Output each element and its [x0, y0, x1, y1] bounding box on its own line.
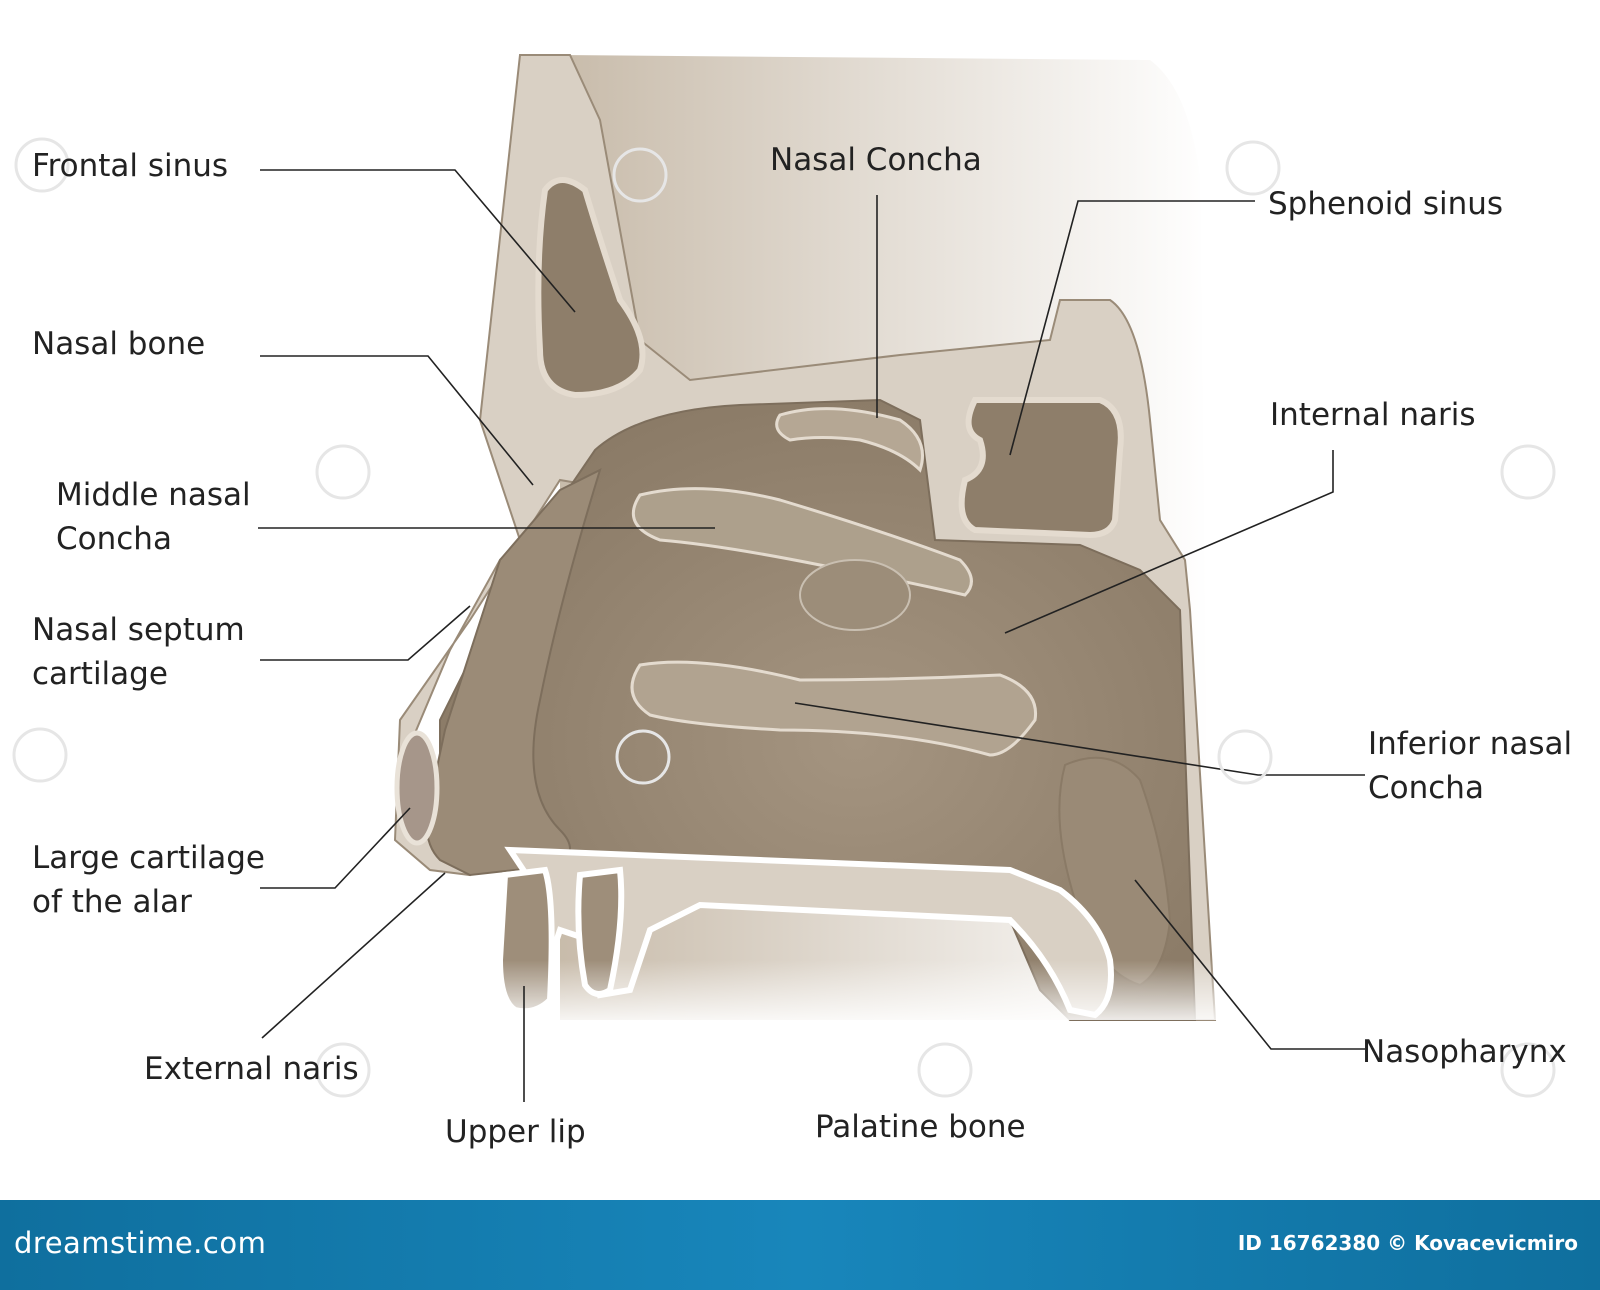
- middle-meatus-bulge: [799, 559, 911, 631]
- leader-frontal-sinus: [260, 169, 576, 313]
- external-nose: [425, 468, 602, 877]
- nasal-concha-shape: [775, 407, 924, 473]
- footer-bar: dreamstime.com ID 16762380 © Kovacevicmi…: [0, 1200, 1600, 1290]
- nasal-cavity-diagram: [12, 54, 1556, 1102]
- large-cartilage-alar: [394, 730, 440, 846]
- leader-lines: [258, 169, 1365, 1102]
- bottom-fade: [480, 960, 1240, 1020]
- label-upper-lip: Upper lip: [445, 1114, 586, 1150]
- label-nasal-concha: Nasal Concha: [770, 142, 982, 178]
- label-inferior-nasal-concha: Inferior nasal Concha: [1368, 726, 1573, 806]
- label-large-cartilage-alar: Large cartilage of the alar: [32, 840, 265, 920]
- frontal-sinus: [535, 177, 646, 399]
- label-sphenoid-sinus: Sphenoid sinus: [1268, 186, 1504, 222]
- leader-inferior-nasal-concha: [794, 702, 1365, 776]
- footer-site-name: dreamstime.com: [14, 1226, 267, 1260]
- label-external-naris: External naris: [144, 1051, 359, 1087]
- leader-internal-naris: [1004, 450, 1334, 634]
- leader-nasal-septum-cartilage: [260, 605, 471, 661]
- label-nasal-bone: Nasal bone: [32, 326, 206, 362]
- leader-nasal-bone: [260, 355, 534, 486]
- sphenoid-sinus: [958, 397, 1124, 539]
- label-nasopharynx: Nasopharynx: [1362, 1034, 1567, 1070]
- leader-sphenoid-sinus: [1009, 200, 1255, 456]
- watermark-swirls: [12, 137, 1556, 1098]
- leader-nasopharynx: [1134, 879, 1365, 1050]
- leader-external-naris: [261, 872, 446, 1039]
- label-internal-naris: Internal naris: [1270, 397, 1476, 433]
- label-frontal-sinus: Frontal sinus: [32, 148, 229, 184]
- label-middle-nasal-concha: Middle nasal Concha: [56, 477, 251, 557]
- leader-large-cartilage: [260, 807, 411, 889]
- label-nasal-septum-cartilage: Nasal septum cartilage: [32, 612, 245, 692]
- label-palatine-bone: Palatine bone: [815, 1109, 1026, 1145]
- footer-credit: ID 16762380 © Kovacevicmiro: [1237, 1231, 1578, 1255]
